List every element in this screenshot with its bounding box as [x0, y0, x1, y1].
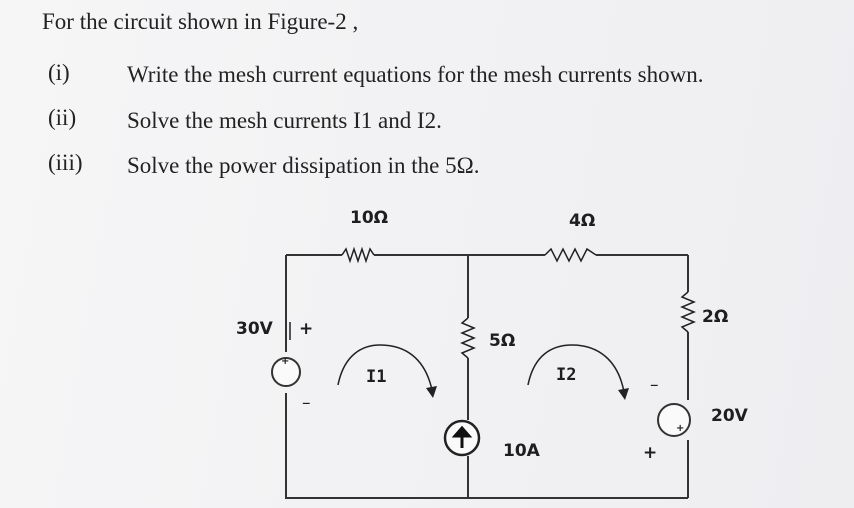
r4-label: 2Ω [702, 307, 728, 327]
mesh-2-arrowhead [618, 388, 629, 400]
mesh-2-arrow [527, 344, 625, 393]
mesh-1-arrowhead [426, 386, 437, 398]
mesh-1-label: I1 [366, 367, 386, 387]
item-1-text: Write the mesh current equations for the… [127, 62, 704, 87]
v1-plus: + [299, 319, 313, 339]
resistor-4-ohm [544, 247, 597, 263]
item-3-text: Solve the power dissipation in the 5Ω. [127, 153, 480, 178]
v1-label: 30V [236, 319, 274, 339]
v1-inner-plus: + [281, 356, 289, 367]
item-2-number: (ii) [48, 105, 77, 130]
resistor-5-ohm [460, 317, 476, 359]
v1-minus: – [302, 393, 311, 413]
i-source-label: 10A [503, 441, 541, 461]
voltage-source-20v [657, 403, 691, 437]
v2-plus: + [643, 443, 657, 463]
v2-minus: – [650, 375, 659, 395]
r3-label: 5Ω [489, 331, 515, 351]
left-wire-lower [285, 393, 688, 499]
item-1-number: (i) [48, 60, 70, 85]
mesh-2-label: I2 [556, 365, 576, 385]
r1-label: 10Ω [350, 208, 388, 228]
voltage-source-30v [271, 357, 301, 387]
resistor-2-ohm [680, 291, 696, 333]
r2-label: 4Ω [569, 211, 595, 231]
resistor-10-ohm [341, 246, 375, 264]
item-3-number: (iii) [48, 150, 83, 175]
current-source-arrow-icon [451, 425, 473, 448]
item-2-text: Solve the mesh currents I1 and I2. [127, 108, 442, 133]
mesh-1-arrow [337, 344, 433, 391]
v2-inner-plus: + [676, 423, 684, 434]
question-intro: For the circuit shown in Figure-2 , [42, 9, 359, 34]
v2-label: 20V [711, 406, 749, 426]
